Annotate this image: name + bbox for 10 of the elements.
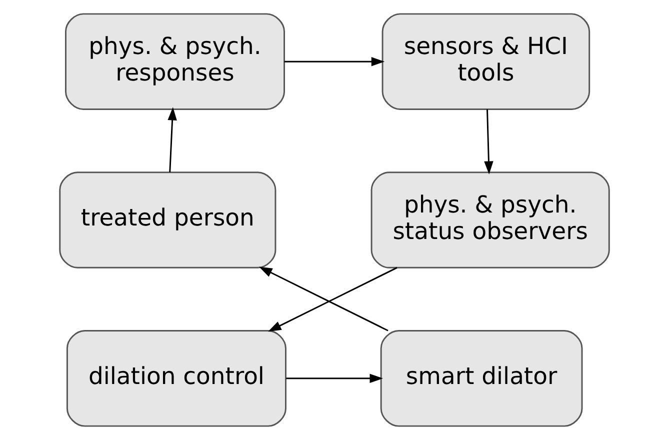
arrow [484, 109, 493, 174]
arrow [284, 56, 384, 66]
node-box: dilation control [66, 330, 286, 427]
node-box: sensors & HCI tools [381, 13, 590, 110]
node-box: phys. & psych. status observers [370, 172, 610, 268]
node-box: smart dilator [380, 330, 582, 427]
node-box: treated person [58, 172, 276, 268]
arrow [167, 107, 176, 172]
arrow [286, 374, 382, 384]
node-box: phys. & psych. responses [64, 13, 284, 110]
